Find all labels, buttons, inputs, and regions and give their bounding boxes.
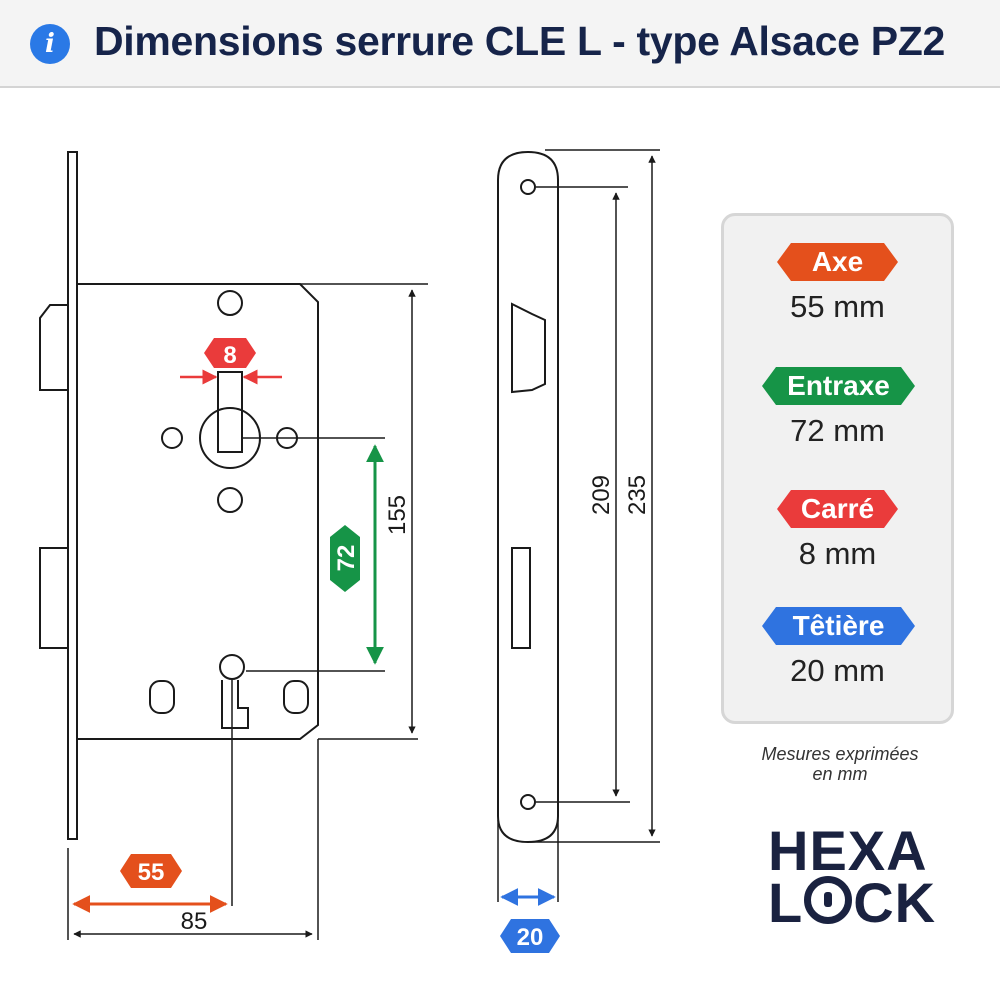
height-155-label: 155 [384,495,411,535]
axe-badge [120,854,182,888]
units-note-line2: en mm [812,764,868,784]
carre-legend-value: 8 mm [798,536,877,571]
side-view [497,149,660,902]
logo-line1: HEXA [768,819,928,882]
dead-bolt-slot [511,547,531,649]
carre-badge [204,338,256,368]
header-bar: i Dimensions serrure CLE L - type Alsace… [0,0,1000,88]
square-spindle [217,371,243,453]
tetiere-badge-label: 20 [517,924,544,951]
faceplate-side [497,150,559,844]
entraxe-legend-badge: Entraxe [762,367,915,405]
keyhole [219,654,245,680]
latch-slot [511,302,546,394]
front-view [39,151,428,940]
page-title: Dimensions serrure CLE L - type Alsace P… [94,18,945,64]
padlock-icon [804,876,853,924]
carre-badge-label: 8 [223,342,236,369]
axe-legend-value: 55 mm [790,289,885,324]
width-85-label: 85 [181,908,208,935]
entraxe-legend-value: 72 mm [790,413,885,448]
entraxe-badge [330,525,360,592]
inner-height-209-label: 209 [588,475,615,515]
tetiere-legend-badge: Têtière [762,607,915,645]
tetiere-badge [500,919,560,953]
carre-legend-badge: Carré [777,490,898,528]
latch-bolt [39,304,68,391]
tetiere-legend-value: 20 mm [790,653,885,688]
total-height-235-label: 235 [624,475,651,515]
axe-badge-label: 55 [138,859,165,886]
entraxe-badge-label: 72 [333,545,360,572]
info-icon: i [30,24,70,64]
units-note: Mesures exprimées en mm [736,744,944,784]
faceplate [67,151,78,840]
axe-legend-badge: Axe [777,243,898,281]
legend-panel: Axe 55 mm Entraxe 72 mm Carré 8 mm Têtiè… [721,213,954,724]
units-note-line1: Mesures exprimées [761,744,919,764]
dead-bolt [39,547,69,649]
